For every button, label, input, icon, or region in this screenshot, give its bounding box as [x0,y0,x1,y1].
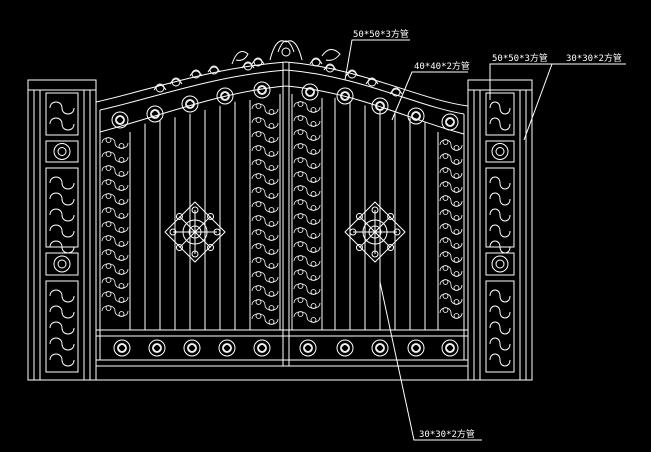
rosette [301,83,319,101]
rosette [253,81,271,99]
gate-frame [95,61,469,367]
rosette [441,113,459,131]
callout-inner-arch: 40*40*2方管 [414,60,470,72]
rosette [407,339,425,357]
rosette [113,339,131,357]
rosette [371,339,389,357]
rosette [148,339,166,357]
rosette [336,339,354,357]
leader-lines [344,39,626,441]
left-medallion [164,201,226,263]
scroll-ornament-columns [101,101,463,325]
callout-top-rail: 50*50*3方管 [353,28,409,40]
rosette [111,111,129,129]
rosette [299,339,317,357]
rosette [371,97,389,115]
callout-right-post: 50*50*3方管 [492,52,548,64]
right-pillar [467,79,533,381]
rosette [181,95,199,113]
top-crest-ornament [153,40,403,97]
rosette [218,339,236,357]
scroll-column [101,137,129,317]
rosette [336,87,354,105]
rosette [407,107,425,125]
callout-bottom-bar: 30*30*2方管 [419,428,475,440]
callout-right-post-inner: 30*30*2方管 [566,52,622,64]
scroll-column [439,139,463,319]
rosette [216,87,234,105]
right-medallion [344,201,406,263]
rail-rosettes [111,81,459,357]
scroll-column [251,103,279,325]
rosette [183,339,201,357]
rosette [253,339,271,357]
rosette [146,105,164,123]
scroll-column [293,101,321,323]
rosette [441,339,459,357]
left-pillar [27,79,97,381]
